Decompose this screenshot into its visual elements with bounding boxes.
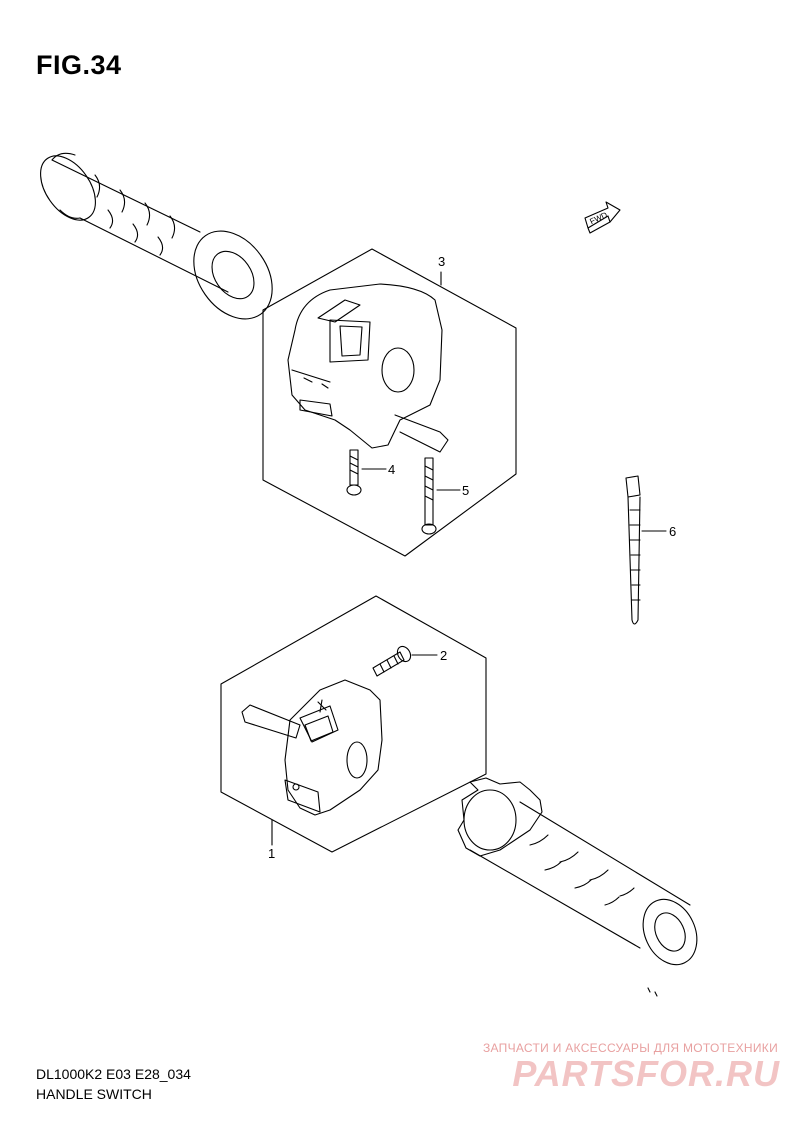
watermark-tagline: ЗАПЧАСТИ И АКСЕССУАРЫ ДЛЯ МОТОТЕХНИКИ bbox=[482, 1041, 778, 1055]
right-grip bbox=[457, 777, 698, 997]
figure-title: FIG.34 bbox=[36, 50, 122, 80]
diagram-name: HANDLE SWITCH bbox=[36, 1086, 152, 1102]
right-switch-housing bbox=[287, 283, 449, 453]
screw-5 bbox=[421, 457, 461, 535]
left-grip bbox=[40, 152, 273, 320]
screw-4 bbox=[346, 449, 387, 496]
callout-5: 5 bbox=[462, 483, 469, 498]
watermark-logo: PARTSFOR.RU bbox=[512, 1053, 780, 1094]
fwd-arrow-icon: FWD bbox=[584, 201, 621, 234]
group-outline-bottom bbox=[220, 595, 487, 853]
callout-2: 2 bbox=[440, 648, 447, 663]
cable-tie bbox=[625, 475, 667, 625]
group-outline-top bbox=[262, 248, 517, 557]
callout-4: 4 bbox=[388, 462, 395, 477]
callout-3: 3 bbox=[438, 254, 445, 269]
callout-6: 6 bbox=[669, 524, 676, 539]
callout-1: 1 bbox=[268, 846, 275, 861]
screw-2 bbox=[372, 645, 438, 677]
diagram-code: DL1000K2 E03 E28_034 bbox=[36, 1066, 191, 1082]
left-switch-housing bbox=[241, 679, 383, 816]
